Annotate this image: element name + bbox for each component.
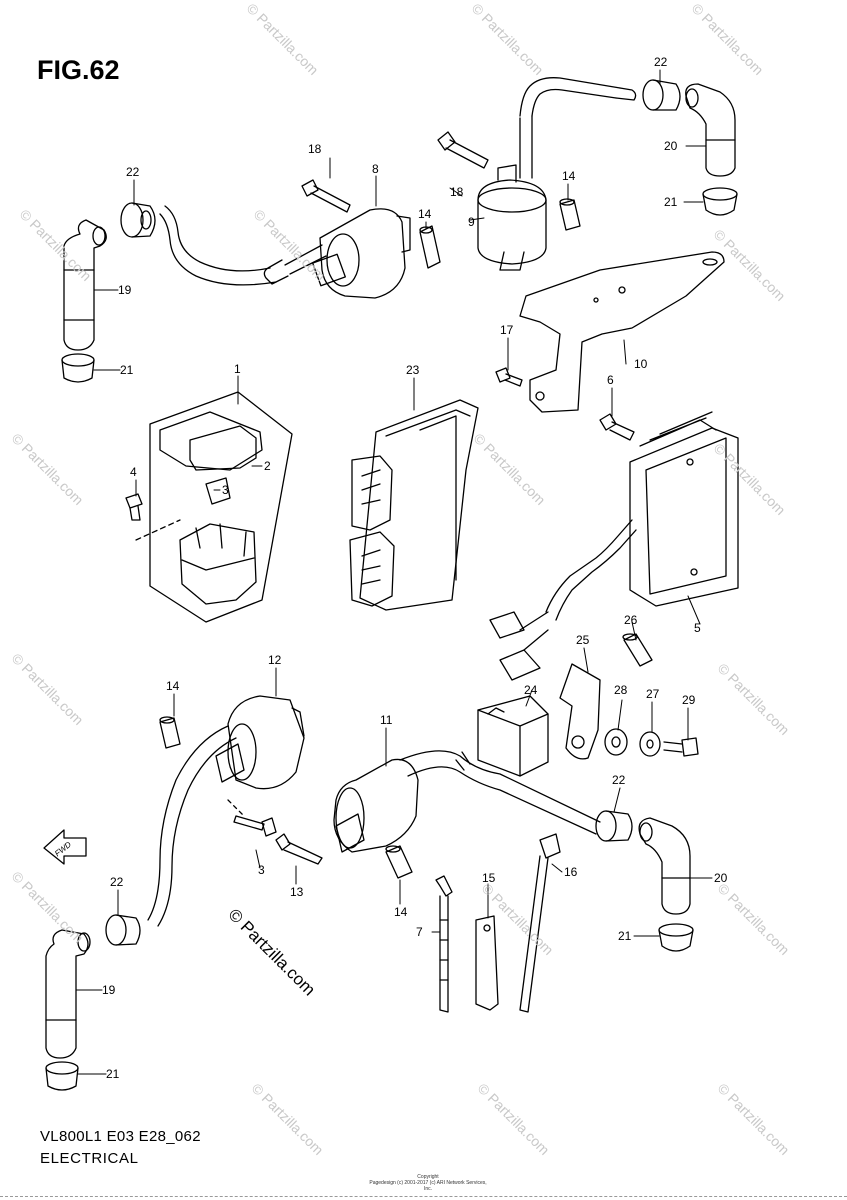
label-7: 7 <box>416 925 423 939</box>
label-5: 5 <box>694 621 701 635</box>
ignition-coil-8[interactable] <box>159 205 411 299</box>
collar-14-right-top[interactable] <box>559 198 581 231</box>
seal-21-lower-left[interactable] <box>45 1061 79 1091</box>
label-16: 16 <box>564 865 578 879</box>
label-12: 12 <box>268 653 282 667</box>
label-18: 18 <box>308 142 322 156</box>
fwd-arrow-icon <box>43 829 87 865</box>
seal-21-upper[interactable] <box>61 353 95 383</box>
bolt-17[interactable] <box>495 367 523 387</box>
label-14: 14 <box>418 207 432 221</box>
label-29: 29 <box>682 693 696 707</box>
plug-cap-20-upper[interactable] <box>685 83 736 177</box>
washer-27[interactable] <box>639 731 661 757</box>
label-19: 19 <box>118 283 132 297</box>
label-21: 21 <box>120 363 134 377</box>
label-26: 26 <box>624 613 638 627</box>
label-21: 21 <box>106 1067 120 1081</box>
plug-cap-19-upper[interactable] <box>63 219 107 351</box>
label-19: 19 <box>102 983 116 997</box>
label-8: 8 <box>372 162 379 176</box>
bolt-3-lower[interactable] <box>233 815 277 837</box>
ignition-coil-11[interactable] <box>333 750 601 853</box>
bolt-18-right[interactable] <box>437 131 489 169</box>
bottom-divider <box>0 1196 847 1198</box>
label-24: 24 <box>524 683 538 697</box>
label-22: 22 <box>612 773 626 787</box>
collar-14-bottom[interactable] <box>385 845 413 879</box>
label-4: 4 <box>130 465 137 479</box>
ignition-coil-12[interactable] <box>147 695 305 927</box>
cap-22-right-top[interactable] <box>642 79 681 111</box>
label-28: 28 <box>614 683 628 697</box>
label-23: 23 <box>406 363 420 377</box>
bracket-25[interactable] <box>559 663 601 760</box>
grommet-28[interactable] <box>604 728 628 756</box>
label-6: 6 <box>607 373 614 387</box>
label-11: 11 <box>380 713 393 727</box>
label-21: 21 <box>664 195 678 209</box>
plug-cap-20-lower[interactable] <box>638 817 691 915</box>
model-code: VL800L1 E03 E28_062 <box>40 1128 201 1145</box>
ecm-23[interactable] <box>349 399 479 611</box>
label-9: 9 <box>468 215 475 229</box>
label-18: 18 <box>450 185 464 199</box>
bolt-18-left[interactable] <box>301 179 351 213</box>
label-20: 20 <box>714 871 728 885</box>
label-27: 27 <box>646 687 660 701</box>
label-22: 22 <box>654 55 668 69</box>
collar-14-upper[interactable] <box>419 225 441 269</box>
label-3: 3 <box>222 483 229 497</box>
label-3: 3 <box>258 863 265 877</box>
bolt-29[interactable] <box>663 737 699 757</box>
label-22: 22 <box>110 875 124 889</box>
label-10: 10 <box>634 357 648 371</box>
collar-26[interactable] <box>622 633 653 667</box>
copyright-line-1: Copyright <box>417 1174 439 1180</box>
label-14: 14 <box>394 905 408 919</box>
cable-tie-16[interactable] <box>519 833 561 1013</box>
label-1: 1 <box>234 362 241 376</box>
label-22: 22 <box>126 165 140 179</box>
bolt-6[interactable] <box>599 413 635 441</box>
cap-22-left-top[interactable] <box>120 202 156 238</box>
relay-24[interactable] <box>477 695 549 777</box>
label-21: 21 <box>618 929 632 943</box>
cap-22-right-bottom[interactable] <box>595 810 633 842</box>
label-14: 14 <box>166 679 180 693</box>
clamp-15[interactable] <box>475 915 499 1011</box>
label-20: 20 <box>664 139 678 153</box>
figure-title: FIG.62 <box>37 55 120 85</box>
clamp-7[interactable] <box>435 875 453 1013</box>
plug-cap-19-lower[interactable] <box>45 929 91 1059</box>
label-14: 14 <box>562 169 576 183</box>
regulator-rectifier-5[interactable] <box>489 411 739 681</box>
label-2: 2 <box>264 459 271 473</box>
label-15: 15 <box>482 871 496 885</box>
collar-14-lower[interactable] <box>159 716 181 749</box>
section-title: ELECTRICAL <box>40 1150 139 1167</box>
copyright-notice: Copyright Pagedesign (c) 2001-2017 (c) A… <box>368 1174 488 1192</box>
label-13: 13 <box>290 885 304 899</box>
starter-relay-assy-1[interactable] <box>135 391 293 623</box>
seal-21-right-top[interactable] <box>702 187 738 216</box>
bracket-10[interactable] <box>519 251 725 413</box>
label-25: 25 <box>576 633 590 647</box>
label-17: 17 <box>500 323 514 337</box>
seal-21-lower-right[interactable] <box>658 923 694 952</box>
screw-4[interactable] <box>125 493 143 521</box>
copyright-line-2: Pagedesign (c) 2001-2017 (c) ARI Network… <box>369 1180 487 1192</box>
bolt-13[interactable] <box>275 833 323 865</box>
cap-22-left-bottom[interactable] <box>105 914 141 946</box>
part-number-labels: 18 8 18 14 9 14 22 20 21 22 19 21 10 17 … <box>53 55 728 1081</box>
ignition-coil-9[interactable] <box>477 77 637 271</box>
